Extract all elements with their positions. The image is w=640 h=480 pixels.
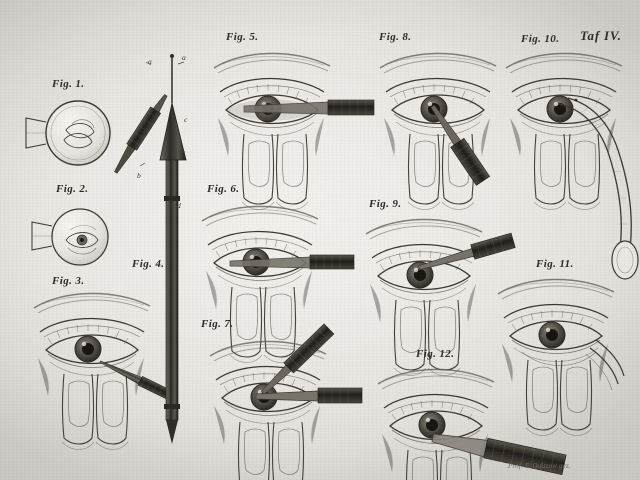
figure-label-6: Fig. 6. <box>207 183 240 195</box>
figure-8-artwork <box>379 52 497 211</box>
key-letter-c-3: c <box>184 115 188 124</box>
key-letter-d-5: d <box>177 201 181 210</box>
figure-label-11: Fig. 11. <box>536 258 574 270</box>
figure-12-artwork <box>377 368 567 480</box>
figure-label-8: Fig. 8. <box>379 31 412 43</box>
key-letter-b-2: b <box>137 171 141 180</box>
figure-label-4: Fig. 4. <box>132 258 165 270</box>
plate-label: Taf IV. <box>580 28 622 43</box>
figure-label-3: Fig. 3. <box>52 275 85 287</box>
key-letter-d-4: d <box>180 148 184 157</box>
engraver-credit: Prof. F. Quitzow gez. <box>508 462 571 470</box>
figure-label-2: Fig. 2. <box>56 183 89 195</box>
figure-5-artwork <box>213 52 375 211</box>
figure-1-artwork <box>25 61 168 174</box>
key-letter-a-0: a <box>148 57 152 66</box>
figure-label-7: Fig. 7. <box>201 318 234 330</box>
key-letter-a-1: a <box>182 53 186 62</box>
figure-label-12: Fig. 12. <box>416 348 455 360</box>
figure-7-artwork <box>209 323 363 480</box>
figure-6-artwork <box>201 205 355 364</box>
figure-10-artwork <box>505 52 639 280</box>
figure-3-artwork <box>33 292 177 451</box>
figure-label-5: Fig. 5. <box>226 31 259 43</box>
figure-label-9: Fig. 9. <box>369 198 402 210</box>
figure-11-artwork <box>497 278 625 437</box>
figure-4-artwork <box>159 54 187 444</box>
figure-9-artwork <box>365 218 516 377</box>
figure-label-1: Fig. 1. <box>52 78 85 90</box>
figure-label-10: Fig. 10. <box>521 33 560 45</box>
figure-2-artwork <box>31 208 109 266</box>
